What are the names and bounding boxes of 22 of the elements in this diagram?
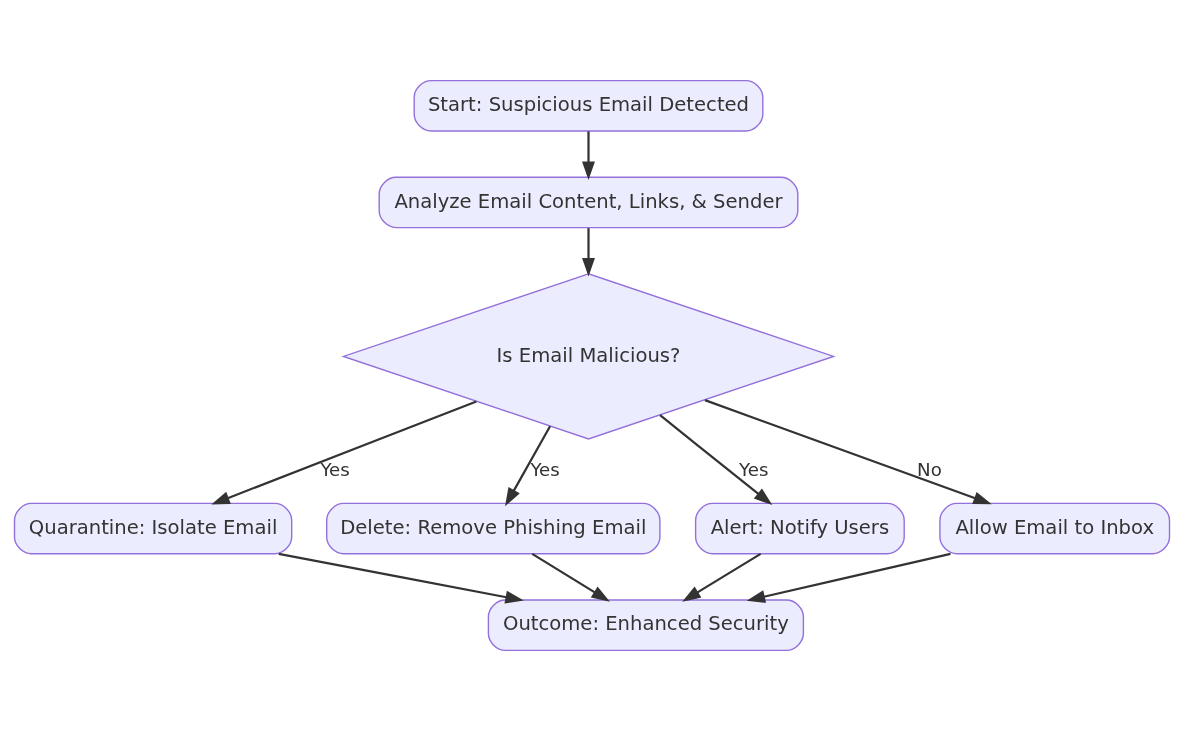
arrow bbox=[746, 552, 951, 603]
arrow bbox=[704, 399, 992, 505]
edge-label: Yes bbox=[530, 458, 560, 480]
arrow bbox=[659, 414, 773, 506]
node-box: Analyze Email Content, Links, & Sender bbox=[378, 176, 799, 229]
arrow bbox=[682, 552, 762, 602]
node-box: Delete: Remove Phishing Email bbox=[326, 502, 661, 555]
edge-label: No bbox=[917, 458, 942, 480]
node-box: Allow Email to Inbox bbox=[939, 502, 1171, 555]
node-box: Start: Suspicious Email Detected bbox=[413, 79, 764, 132]
node-box: Alert: Notify Users bbox=[694, 502, 905, 555]
node-box: Quarantine: Isolate Email bbox=[13, 502, 293, 555]
edge-label: Yes bbox=[320, 458, 350, 480]
node-diamond: Is Email Malicious? bbox=[341, 273, 836, 440]
arrow bbox=[505, 425, 552, 507]
arrow bbox=[531, 552, 610, 602]
arrow bbox=[278, 552, 524, 604]
arrow bbox=[582, 131, 595, 180]
arrow bbox=[211, 400, 477, 505]
edge-label: Yes bbox=[739, 458, 769, 480]
arrow bbox=[582, 228, 595, 277]
node-box: Outcome: Enhanced Security bbox=[487, 599, 805, 652]
